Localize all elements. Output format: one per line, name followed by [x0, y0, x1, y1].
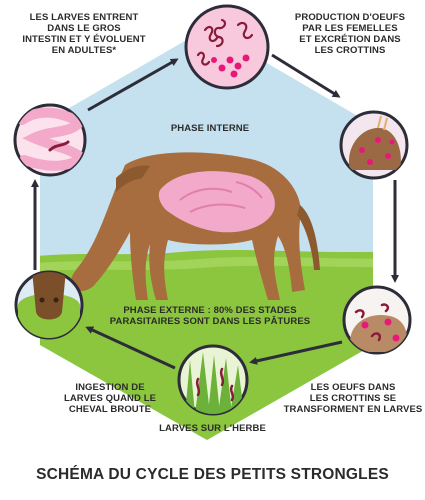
label-ingestion: INGESTION DE LARVES QUAND LE CHEVAL BROU…	[50, 382, 170, 415]
circle-intestine	[15, 105, 85, 175]
diagram-title: SCHÉMA DU CYCLE DES PETITS STRONGLES	[0, 466, 425, 484]
circle-dung-eggs	[341, 112, 407, 178]
circle-eggs-hatching	[344, 287, 410, 353]
circle-larvae-eggs	[186, 6, 268, 88]
label-larvae-on-grass: LARVES SUR L'HERBE	[140, 423, 285, 434]
label-eggs-to-larvae: LES OEUFS DANS LES CROTTINS SE TRANSFORM…	[283, 382, 423, 415]
label-egg-production: PRODUCTION D'OEUFS PAR LES FEMELLES ET E…	[284, 12, 416, 56]
circle-larvae-grass	[179, 346, 247, 414]
label-phase-external: PHASE EXTERNE : 80% DES STADES PARASITAI…	[95, 305, 325, 327]
label-phase-internal: PHASE INTERNE	[140, 123, 280, 134]
label-larvae-enter-gut: LES LARVES ENTRENT DANS LE GROS INTESTIN…	[18, 12, 150, 56]
